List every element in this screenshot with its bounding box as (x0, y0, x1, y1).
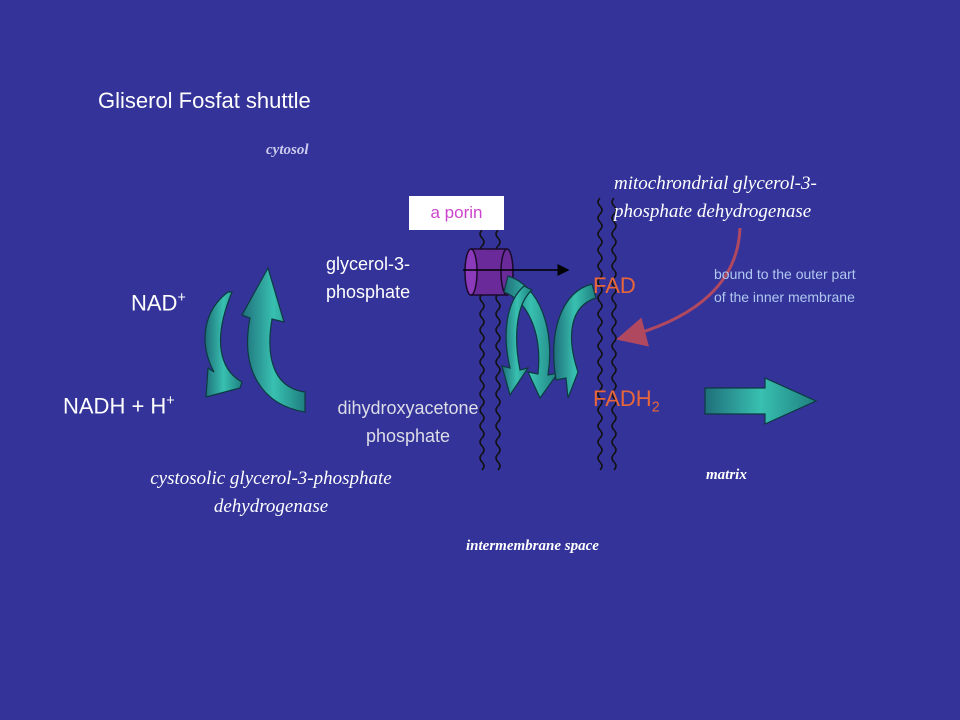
page-title: Gliserol Fosfat shuttle (98, 88, 311, 114)
g3p-label: glycerol-3- phosphate (326, 250, 410, 306)
nadh-text: NADH + H (63, 393, 166, 418)
g3p-line2: phosphate (326, 278, 410, 306)
cyto-enzyme-label: cystosolic glycerol-3-phosphate dehydrog… (112, 465, 430, 521)
dhap-line2: phosphate (316, 422, 500, 450)
inner-membrane (598, 198, 616, 470)
fadh-text: FADH (593, 386, 652, 411)
membrane-cycle-arrows (502, 276, 596, 398)
cyto-enzyme-line1: cystosolic glycerol-3-phosphate (112, 465, 430, 493)
nad-text: NAD (131, 290, 177, 315)
fad-label: FAD (593, 273, 636, 299)
cytosol-cycle-arrows (205, 268, 305, 412)
cytosol-label: cytosol (266, 142, 309, 159)
cyto-enzyme-line2: dehydrogenase (112, 493, 430, 521)
fadh2-label: FADH2 (593, 386, 660, 415)
mito-enzyme-line1: mitochrondrial glycerol-3- (614, 170, 817, 198)
mito-enzyme-line2: phosphate dehydrogenase (614, 198, 817, 226)
nadh-label: NADH + H+ (63, 393, 175, 419)
nadh-sup: + (166, 393, 174, 409)
dhap-label: dihydroxyacetone phosphate (316, 394, 500, 450)
dhap-line1: dihydroxyacetone (316, 394, 500, 422)
bound-line2: of the inner membrane (714, 286, 856, 309)
porin-label: a porin (409, 196, 504, 230)
fadh-sub: 2 (652, 399, 660, 415)
nad-sup: + (177, 290, 185, 306)
matrix-label: matrix (706, 467, 747, 484)
bound-note: bound to the outer part of the inner mem… (714, 263, 856, 309)
matrix-arrow (705, 378, 816, 424)
g3p-line1: glycerol-3- (326, 250, 410, 278)
bound-line1: bound to the outer part (714, 263, 856, 286)
intermembrane-label: intermembrane space (466, 538, 599, 555)
mito-enzyme-label: mitochrondrial glycerol-3- phosphate deh… (614, 170, 817, 226)
nad-label: NAD+ (131, 290, 186, 316)
